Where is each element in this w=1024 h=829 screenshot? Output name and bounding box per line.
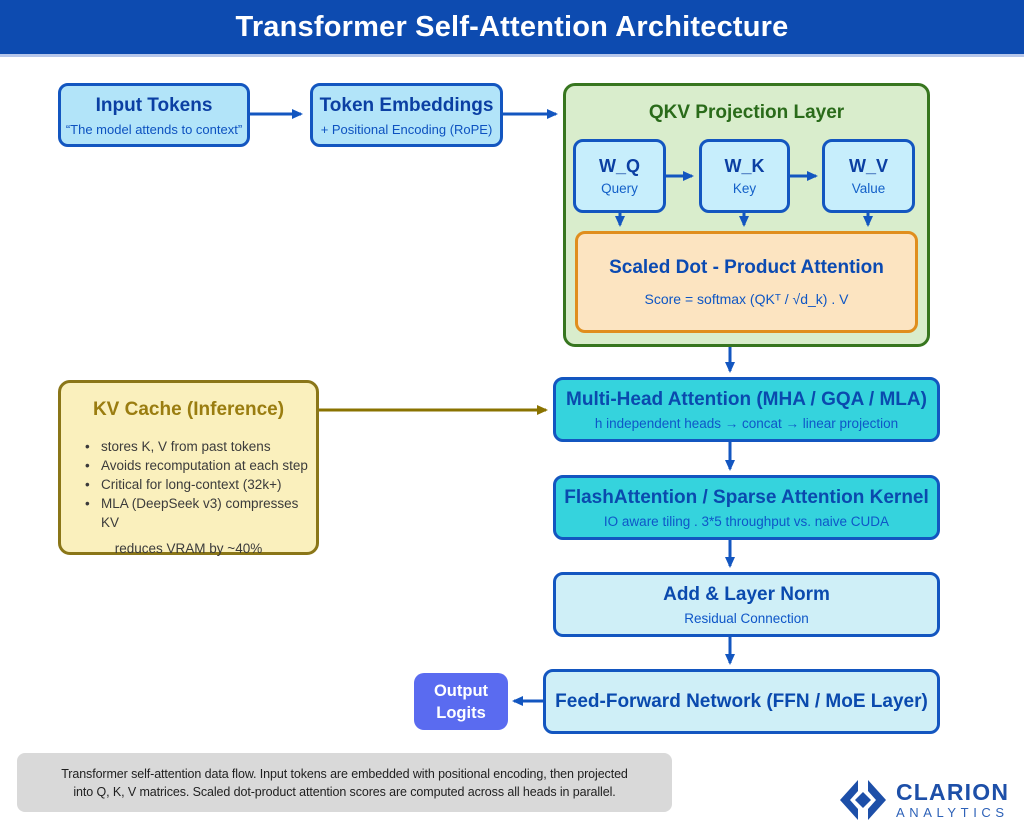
kv-cache-bullet: MLA (DeepSeek v3) compresses KV [85,494,316,532]
ffn-node: Feed-Forward Network (FFN / MoE Layer) [543,669,940,734]
ffn-title: Feed-Forward Network (FFN / MoE Layer) [555,690,928,712]
page-title: Transformer Self-Attention Architecture [235,10,789,43]
output-logits-line1: Output [433,681,489,700]
sdpa-node: Scaled Dot - Product Attention Score = s… [575,231,918,333]
brand-sub: ANALYTICS [896,805,1009,820]
mha-title: Multi-Head Attention (MHA / GQA / MLA) [566,389,927,410]
wq-title: W_Q [598,156,640,176]
kv-cache-node: KV Cache (Inference) stores K, V from pa… [58,380,319,556]
wq-subtitle: Query [601,181,638,196]
kv-cache-bullet-list: stores K, V from past tokens Avoids reco… [61,437,316,532]
caption-line2: into Q, K, V matrices. Scaled dot-produc… [73,784,616,799]
sdpa-formula: Score = softmax (QKᵀ / √d_k) . V [644,291,849,307]
token-embeddings-title: Token Embeddings [319,95,494,116]
input-tokens-node: Input Tokens “The model attends to conte… [58,83,250,147]
wk-subtitle: Key [732,181,757,196]
token-embeddings-node: Token Embeddings + Positional Encoding (… [310,83,503,147]
mha-node: Multi-Head Attention (MHA / GQA / MLA) h… [553,377,940,442]
token-embeddings-subtitle: + Positional Encoding (RoPE) [320,122,493,137]
wv-subtitle: Value [851,181,886,196]
kv-cache-bullet: stores K, V from past tokens [85,437,316,456]
sdpa-title: Scaled Dot - Product Attention [609,257,884,278]
kv-cache-title: KV Cache (Inference) [92,399,285,420]
mha-subtitle: h independent heads → concat → linear pr… [594,416,899,431]
input-tokens-subtitle: “The model attends to context” [65,122,243,137]
clarion-diamond-icon [840,780,886,820]
brand-name: CLARION [896,779,1010,805]
brand-text: CLARION ANALYTICS [896,779,1010,820]
brand-logo: CLARION ANALYTICS [838,778,1009,822]
wk-node: W_K Key [699,139,790,213]
wv-node: W_V Value [822,139,915,213]
wv-title: W_V [848,156,888,176]
header-bar: Transformer Self-Attention Architecture [0,0,1024,57]
flash-attention-title: FlashAttention / Sparse Attention Kernel [564,487,929,508]
add-layer-norm-subtitle: Residual Connection [684,611,809,626]
output-logits-line2: Logits [436,703,486,722]
output-logits-node: Output Logits [414,673,508,730]
qkv-layer-title: QKV Projection Layer [648,102,845,123]
wq-node: W_Q Query [573,139,666,213]
flash-attention-subtitle: IO aware tiling . 3*5 throughput vs. nai… [603,514,890,529]
kv-cache-note: reduces VRAM by ~40% [114,541,263,556]
kv-cache-bullet: Critical for long-context (32k+) [85,475,316,494]
caption-box: Transformer self-attention data flow. In… [17,753,672,812]
add-layer-norm-node: Add & Layer Norm Residual Connection [553,572,940,637]
caption-line1: Transformer self-attention data flow. In… [61,766,628,781]
wk-title: W_K [724,156,765,176]
add-layer-norm-title: Add & Layer Norm [663,584,830,605]
flash-attention-node: FlashAttention / Sparse Attention Kernel… [553,475,940,540]
input-tokens-title: Input Tokens [95,95,213,116]
kv-cache-bullet: Avoids recomputation at each step [85,456,316,475]
